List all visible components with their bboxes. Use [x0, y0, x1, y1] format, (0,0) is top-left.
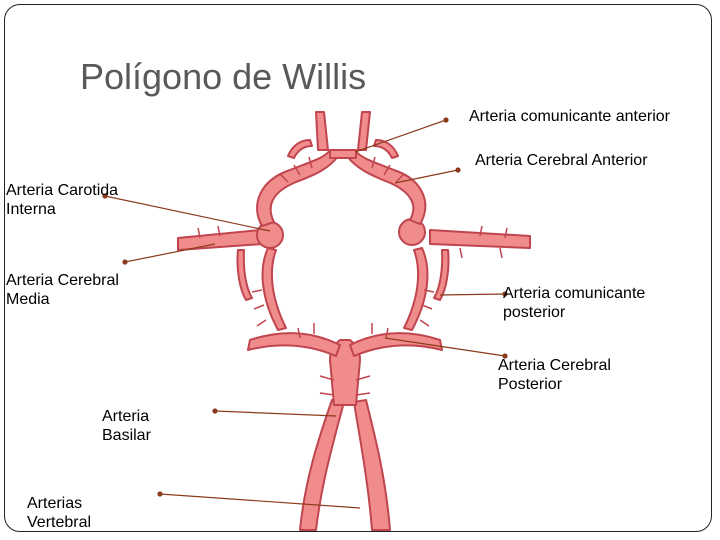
frontal-branch-right: [373, 139, 399, 159]
posterior-communicating-right: [403, 247, 429, 331]
anterior-communicating: [329, 149, 357, 159]
label-vertebral: Arterias Vertebral: [27, 495, 92, 531]
slide-title: Polígono de Willis: [80, 56, 367, 97]
label-basilar: Arteria Basilar: [102, 408, 151, 444]
anterior-branch-right: [357, 111, 371, 151]
posterior-cerebral-left: [247, 332, 341, 357]
frontal-branch-left: [287, 139, 313, 159]
slide-frame: [4, 4, 712, 532]
label-carotida-interna: Arteria Carotida Interna: [6, 182, 119, 218]
label-cerebral-media: Arteria Cerebral Media: [6, 272, 119, 308]
vertebral-artery-right: [353, 399, 391, 531]
label-cerebral-anterior: Arteria Cerebral Anterior: [475, 152, 648, 169]
label-comunicante-anterior: Arteria comunicante anterior: [469, 108, 670, 125]
label-comunicante-posterior: Arteria comunicante posterior: [503, 285, 646, 321]
posterior-cerebral-right: [349, 332, 443, 357]
posterior-communicating-left: [261, 247, 287, 331]
cortical-branch-left: [236, 249, 253, 301]
vertebral-artery-left: [299, 399, 345, 531]
label-cerebral-posterior: Arteria Cerebral Posterior: [498, 357, 611, 393]
anterior-cerebral-right: [346, 149, 427, 225]
anterior-cerebral-left: [256, 149, 339, 227]
anterior-branch-left: [315, 111, 329, 151]
cortical-branch-right: [433, 249, 450, 301]
